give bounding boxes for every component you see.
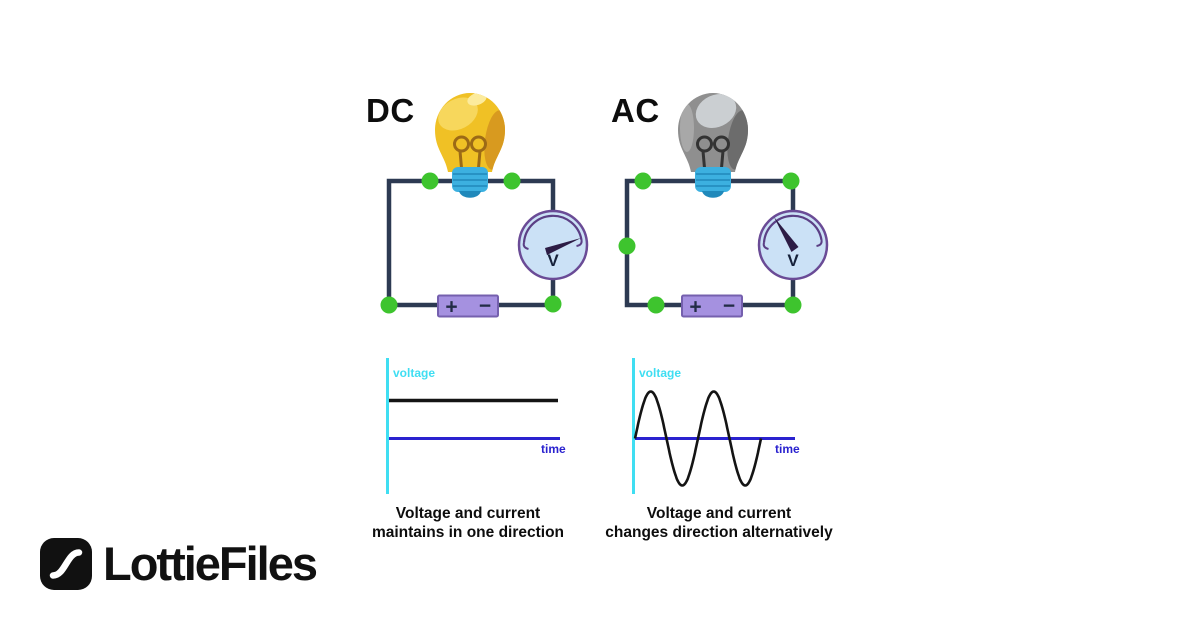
lottiefiles-wordmark: LottieFiles (103, 537, 318, 590)
ac-circuit: V + − (618, 93, 829, 319)
dc-voltage-graph: voltage time (386, 358, 566, 494)
ac-battery-icon: + − (681, 294, 743, 319)
ac-voltmeter-icon: V (757, 209, 829, 281)
ac-voltage-axis-label: voltage (639, 366, 681, 380)
connection-node (544, 295, 562, 313)
connection-node (647, 296, 665, 314)
connection-node (380, 296, 398, 314)
dc-filament (453, 135, 487, 170)
ac-caption-line1: Voltage and current (646, 505, 792, 522)
ac-voltmeter-needle (774, 217, 799, 252)
dc-battery-minus: − (479, 295, 491, 318)
lottiefiles-icon (40, 538, 92, 590)
dc-section-label: DC (366, 92, 415, 129)
dc-circuit: V + − (380, 93, 589, 319)
ac-connection-nodes (618, 172, 802, 314)
ac-voltage-graph: voltage time (632, 358, 800, 494)
ac-time-axis-label: time (775, 442, 800, 456)
dc-voltmeter-label: V (547, 251, 559, 270)
connection-node (503, 172, 521, 190)
dc-time-axis-label: time (541, 442, 566, 456)
ac-voltmeter-label: V (787, 251, 799, 270)
dc-battery-icon: + − (437, 294, 499, 319)
connection-node (782, 172, 800, 190)
connection-node (634, 172, 652, 190)
ac-sine-wave (633, 390, 763, 487)
dc-caption-line2: maintains in one direction (371, 524, 565, 541)
ac-filament (696, 135, 730, 170)
dc-voltmeter-needle (545, 238, 581, 255)
ac-caption: Voltage and current changes direction al… (594, 504, 844, 542)
dc-connection-nodes (380, 172, 562, 314)
connection-node (618, 237, 636, 255)
lottiefiles-logo[interactable]: LottieFiles (40, 537, 318, 590)
ac-section-label: AC (611, 92, 660, 129)
connection-node (421, 172, 439, 190)
dc-caption: Voltage and current maintains in one dir… (350, 504, 586, 542)
dc-battery-plus: + (445, 296, 457, 319)
ac-caption-line2: changes direction alternatively (605, 524, 833, 541)
connection-node (784, 296, 802, 314)
ac-battery-plus: + (689, 296, 701, 319)
dc-caption-line1: Voltage and current (395, 505, 541, 522)
ac-battery-minus: − (723, 295, 735, 318)
dc-voltage-axis-label: voltage (393, 366, 435, 380)
dc-voltmeter-icon: V (517, 209, 589, 281)
dc-bulb-on-icon (435, 93, 505, 198)
